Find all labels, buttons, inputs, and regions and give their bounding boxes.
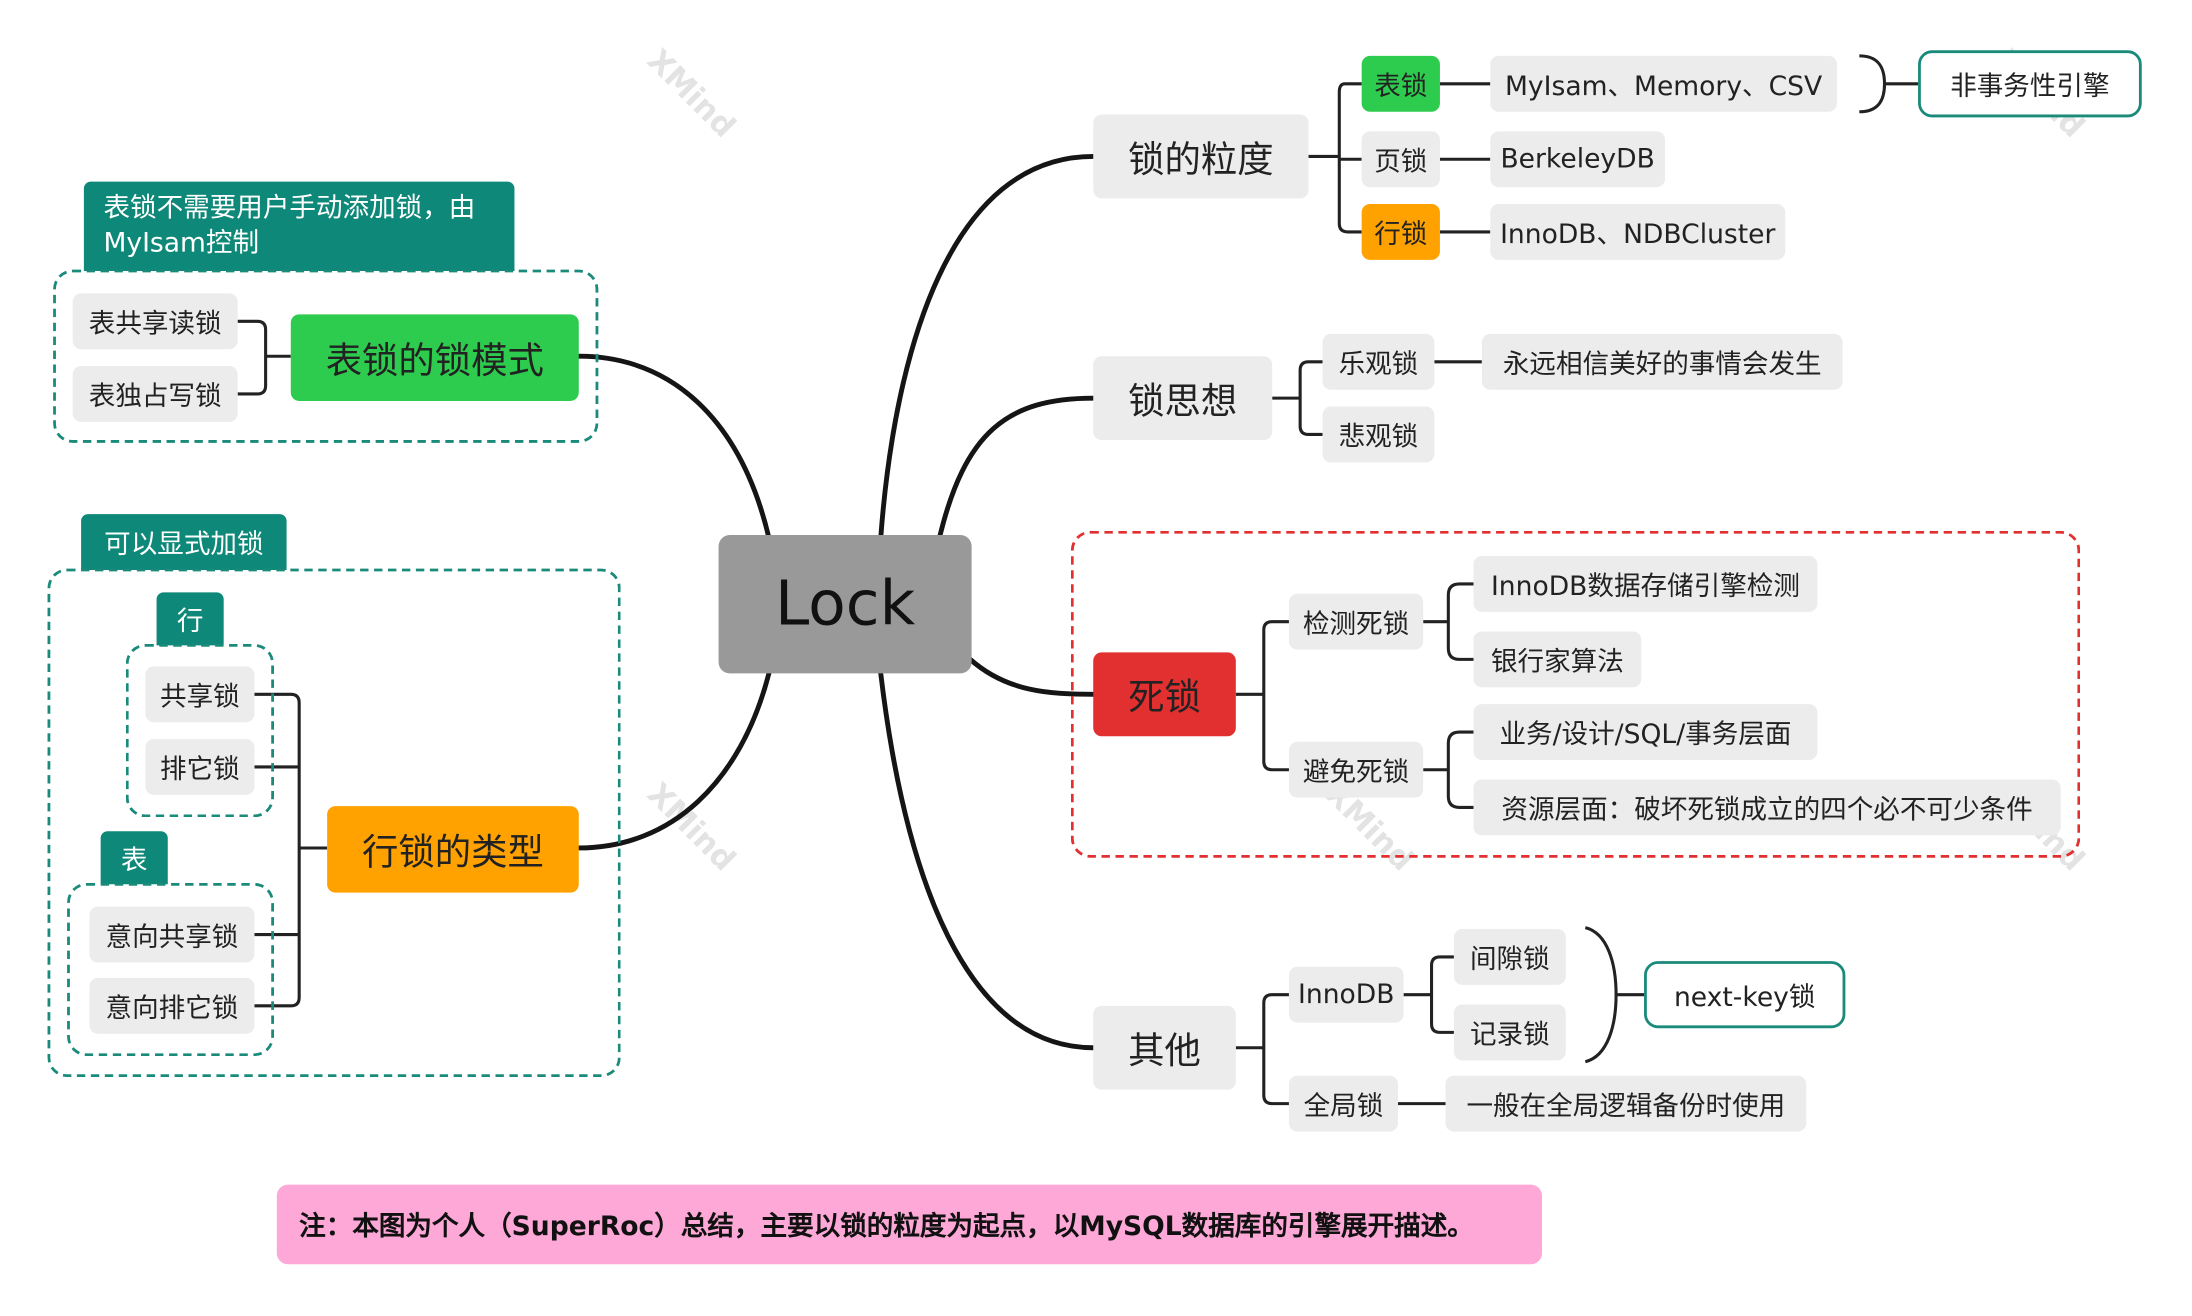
intent-exclusive-node[interactable]: 意向排它锁 (89, 977, 255, 1034)
avoid-business-node[interactable]: 业务/设计/SQL/事务层面 (1473, 704, 1818, 760)
shared-lock-node[interactable]: 共享锁 (145, 666, 255, 723)
table-shared-read-node[interactable]: 表共享读锁 (72, 293, 238, 350)
intent-shared-node[interactable]: 意向共享锁 (89, 906, 255, 963)
footnote-banner: 注：本图为个人（SuperRoc）总结，主要以锁的粒度为起点，以MySQL数据库… (276, 1184, 1542, 1265)
page-lock-node[interactable]: 页锁 (1361, 131, 1440, 188)
topic-table-lock-mode[interactable]: 表锁的锁模式 (290, 314, 579, 401)
row-group-boundary (125, 644, 275, 818)
gap-lock-node[interactable]: 间隙锁 (1453, 929, 1566, 985)
table-group-boundary (67, 882, 275, 1057)
topic-other[interactable]: 其他 (1093, 1005, 1236, 1090)
row-tag: 行 (156, 592, 224, 646)
global-note-node[interactable]: 一般在全局逻辑备份时使用 (1445, 1075, 1807, 1132)
row-lock-node[interactable]: 行锁 (1361, 203, 1440, 260)
table-mode-note: 表锁不需要用户手动添加锁，由MyIsam控制 (83, 181, 515, 272)
next-key-lock-node[interactable]: next-key锁 (1644, 961, 1846, 1029)
detect-engine-node[interactable]: InnoDB数据存储引擎检测 (1473, 556, 1818, 612)
avoid-resource-node[interactable]: 资源层面：破坏死锁成立的四个必不可少条件 (1473, 779, 2061, 836)
row-engines-node[interactable]: InnoDB、NDBCluster (1490, 203, 1786, 260)
innodb-node[interactable]: InnoDB (1288, 966, 1404, 1023)
table-mode-boundary (53, 269, 599, 443)
exclusive-lock-node[interactable]: 排它锁 (145, 739, 255, 795)
global-lock-node[interactable]: 全局锁 (1288, 1075, 1398, 1132)
avoid-deadlock-node[interactable]: 避免死锁 (1288, 741, 1424, 798)
row-types-boundary (47, 568, 621, 1078)
optimistic-note-node[interactable]: 永远相信美好的事情会发生 (1481, 333, 1843, 390)
topic-deadlock[interactable]: 死锁 (1093, 652, 1236, 737)
table-engines-node[interactable]: MyIsam、Memory、CSV (1490, 55, 1837, 112)
topic-granularity[interactable]: 锁的粒度 (1093, 114, 1309, 199)
optimistic-lock-node[interactable]: 乐观锁 (1322, 333, 1435, 390)
topic-row-lock-types[interactable]: 行锁的类型 (327, 806, 579, 893)
table-exclusive-write-node[interactable]: 表独占写锁 (72, 366, 238, 422)
table-tag: 表 (100, 831, 168, 885)
table-lock-node[interactable]: 表锁 (1361, 55, 1440, 112)
row-types-note: 可以显式加锁 (81, 514, 287, 570)
page-engines-node[interactable]: BerkeleyDB (1490, 131, 1666, 188)
record-lock-node[interactable]: 记录锁 (1453, 1004, 1566, 1061)
table-mode-note-text: 表锁不需要用户手动添加锁，由MyIsam控制 (103, 192, 476, 259)
topic-lock-idea[interactable]: 锁思想 (1093, 356, 1273, 441)
pessimistic-lock-node[interactable]: 悲观锁 (1322, 406, 1435, 463)
detect-deadlock-node[interactable]: 检测死锁 (1288, 593, 1424, 650)
non-tx-engine-node[interactable]: 非事务性引擎 (1918, 50, 2142, 118)
deadlock-boundary (1070, 530, 2081, 858)
bankers-algorithm-node[interactable]: 银行家算法 (1473, 631, 1642, 688)
root-topic[interactable]: Lock (718, 535, 972, 674)
